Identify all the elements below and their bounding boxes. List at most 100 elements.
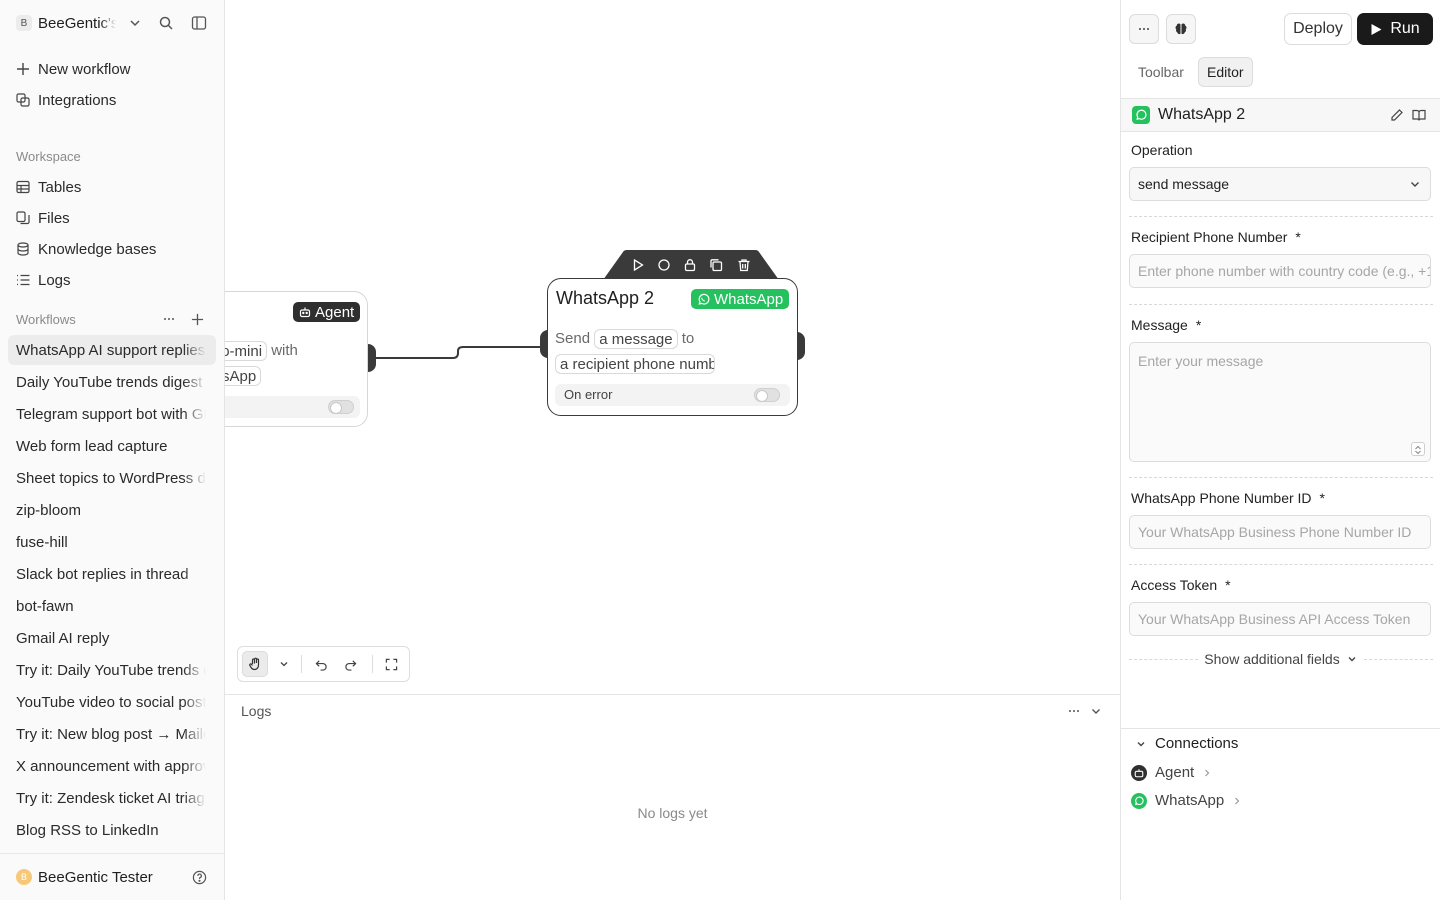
message-label: Message*	[1131, 317, 1201, 333]
workspace-section-label: Workspace	[16, 149, 81, 164]
edit-icon[interactable]	[1390, 108, 1404, 122]
on-error-toggle[interactable]	[754, 388, 780, 402]
connection-item-agent[interactable]: Agent	[1131, 764, 1212, 781]
search-icon[interactable]	[158, 15, 174, 31]
agent-output-handle[interactable]	[368, 344, 376, 372]
workflow-item[interactable]: WhatsApp AI support replies	[8, 335, 216, 365]
help-icon[interactable]	[192, 870, 207, 885]
play-icon[interactable]	[631, 258, 645, 272]
user-menu[interactable]: B BeeGentic Tester	[0, 853, 224, 900]
fit-view-button[interactable]	[378, 651, 404, 677]
tab-editor[interactable]: Editor	[1198, 57, 1253, 87]
workflow-item-label: Daily YouTube trends digest	[16, 373, 203, 391]
operation-select[interactable]: send message	[1129, 167, 1431, 201]
workflow-item[interactable]: zip-bloom	[8, 495, 216, 525]
agent-error-toggle[interactable]	[328, 400, 354, 414]
sidebar-toggle-icon[interactable]	[191, 15, 207, 31]
sidebar-item-knowledge-bases[interactable]: Knowledge bases	[8, 235, 217, 263]
workflow-item[interactable]: Sheet topics to WordPress drafts	[8, 463, 216, 493]
agent-badge: Agent	[293, 302, 361, 322]
whatsapp-node[interactable]: WhatsApp 2 WhatsApp Send a message to a …	[547, 278, 798, 416]
field-divider	[1129, 216, 1433, 217]
plus-icon	[17, 63, 29, 75]
workflow-canvas[interactable]: Agent gpt-4o-mini with WhatsApp WhatsApp…	[225, 0, 1120, 694]
fullscreen-icon	[385, 658, 397, 670]
logs-empty-state: No logs yet	[637, 805, 708, 821]
workflow-item[interactable]: Telegram support bot with GPT	[8, 399, 216, 429]
whatsapp-output-handle[interactable]	[797, 332, 805, 360]
deploy-button[interactable]: Deploy	[1284, 13, 1352, 45]
chevron-down-icon[interactable]	[127, 15, 143, 31]
agent-badge-label: Agent	[315, 303, 355, 321]
workflow-item-label: Try it: New blog post → Mailchimp	[16, 725, 206, 743]
workspace-switcher[interactable]: B BeeGentic's Workspace	[8, 8, 217, 38]
workflow-item[interactable]: Try it: Daily YouTube trends digest	[8, 655, 216, 685]
workflow-item[interactable]: Blog RSS to LinkedIn	[8, 815, 216, 845]
resize-handle-icon[interactable]	[1411, 442, 1425, 456]
workflow-item[interactable]: Web form lead capture	[8, 431, 216, 461]
access-token-input[interactable]: Your WhatsApp Business API Access Token	[1129, 602, 1431, 636]
required-marker: *	[1195, 317, 1202, 333]
field-divider	[1129, 564, 1433, 565]
workflow-item[interactable]: Try it: New blog post → Mailchimp	[8, 719, 216, 749]
message-textarea[interactable]: Enter your message	[1129, 342, 1431, 462]
mode-dropdown-button[interactable]	[271, 651, 297, 677]
inspector-panel: Deploy Run Toolbar Editor WhatsApp 2 Ope…	[1120, 0, 1440, 900]
docs-icon[interactable]	[1412, 108, 1426, 122]
workflow-item[interactable]: Daily YouTube trends digest	[8, 367, 216, 397]
more-options-icon[interactable]	[1067, 704, 1081, 718]
new-workflow-label: New workflow	[38, 60, 131, 78]
trash-icon[interactable]	[737, 258, 751, 272]
workflow-item[interactable]: bot-fawn	[8, 591, 216, 621]
avatar: B	[16, 869, 32, 885]
workflow-item[interactable]: fuse-hill	[8, 527, 216, 557]
duplicate-icon[interactable]	[709, 258, 723, 272]
recipient-phone-input[interactable]: Enter phone number with country code (e.…	[1129, 254, 1431, 288]
more-options-icon[interactable]	[162, 312, 176, 326]
show-additional-fields-button[interactable]: Show additional fields	[1129, 648, 1433, 670]
connections-section: Connections Agent WhatsApp	[1121, 728, 1440, 809]
workflow-item[interactable]: Slack bot replies in thread	[8, 559, 216, 589]
add-workflow-icon[interactable]	[191, 313, 204, 326]
tool-pill: WhatsApp	[225, 366, 262, 386]
more-actions-button[interactable]	[1129, 14, 1159, 44]
integrations-label: Integrations	[38, 91, 117, 109]
sidebar-item-tables[interactable]: Tables	[8, 173, 217, 201]
chevron-down-icon[interactable]	[1089, 704, 1103, 718]
agent-node[interactable]: Agent gpt-4o-mini with WhatsApp	[225, 291, 368, 427]
workflow-item-label: Try it: Zendesk ticket AI triage	[16, 789, 206, 807]
connection-item-whatsapp[interactable]: WhatsApp	[1131, 792, 1242, 809]
workflow-item[interactable]: YouTube video to social posts	[8, 687, 216, 717]
connections-toggle[interactable]: Connections	[1135, 735, 1238, 752]
lock-icon[interactable]	[683, 258, 697, 272]
robot-icon	[299, 307, 311, 318]
recipient-label-text: Recipient Phone Number	[1131, 229, 1288, 245]
chevron-down-icon	[1137, 741, 1145, 746]
agent-summary-line-1: gpt-4o-mini with	[225, 341, 298, 361]
send-word: Send	[555, 329, 591, 347]
copilot-button[interactable]	[1166, 14, 1196, 44]
undo-button[interactable]	[308, 651, 334, 677]
redo-button[interactable]	[337, 651, 363, 677]
new-workflow-button[interactable]: New workflow	[8, 55, 217, 83]
connection-edge[interactable]	[225, 0, 1120, 694]
circle-icon[interactable]	[657, 258, 671, 272]
chevron-down-icon	[280, 662, 288, 667]
workflow-item-label: Telegram support bot with GPT	[16, 405, 206, 423]
sidebar-item-logs[interactable]: Logs	[8, 266, 217, 294]
sidebar-item-files[interactable]: Files	[8, 204, 217, 232]
database-icon	[17, 242, 29, 256]
workflow-item[interactable]: X announcement with approval	[8, 751, 216, 781]
pan-mode-button[interactable]	[242, 651, 268, 677]
workflow-item[interactable]: Try it: Zendesk ticket AI triage	[8, 783, 216, 813]
workflow-item[interactable]: Gmail AI reply	[8, 623, 216, 653]
operation-label: Operation	[1131, 142, 1193, 158]
tab-toolbar[interactable]: Toolbar	[1138, 64, 1184, 80]
integrations-link[interactable]: Integrations	[8, 86, 217, 114]
phone-number-id-input[interactable]: Your WhatsApp Business Phone Number ID	[1129, 515, 1431, 549]
more-options-icon	[1139, 28, 1149, 30]
agent-summary-line-2: WhatsApp	[225, 366, 262, 386]
whatsapp-input-handle[interactable]	[540, 330, 548, 358]
whatsapp-badge: WhatsApp	[691, 289, 790, 309]
run-button[interactable]: Run	[1357, 13, 1433, 45]
